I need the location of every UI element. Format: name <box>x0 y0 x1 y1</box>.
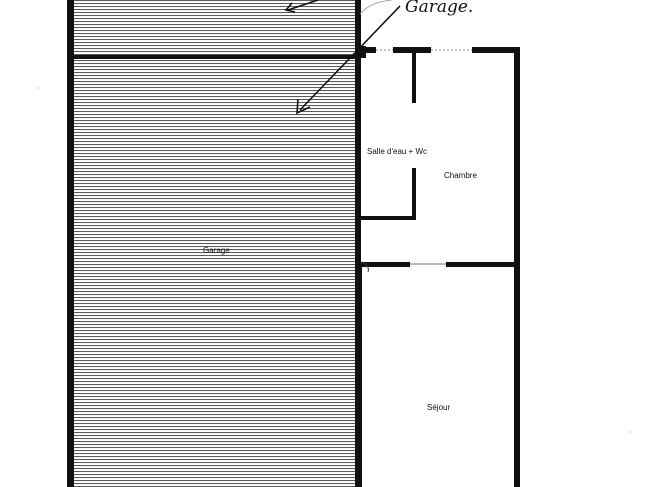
bathroom-bottom-wall <box>358 216 416 220</box>
garage-divider-wall <box>72 55 358 59</box>
scan-speck <box>629 431 631 433</box>
annotation-arrow-upper <box>287 0 319 11</box>
living-left-wall <box>358 262 362 487</box>
room-label-garage: Garage <box>203 246 230 255</box>
garage-hatch-main <box>72 60 358 487</box>
scan-speck <box>559 39 561 41</box>
bathroom-partition-upper <box>412 53 416 103</box>
garage-left-wall <box>67 0 74 487</box>
top-wall-segment-2 <box>393 47 431 53</box>
top-wall-segment-3 <box>472 47 520 53</box>
living-top-wall-left <box>358 262 410 267</box>
living-top-wall-right <box>446 262 520 267</box>
scan-speck <box>37 87 39 89</box>
door-swing <box>361 261 369 273</box>
room-label-bathroom: Salle d'eau + Wc <box>367 147 427 156</box>
annotation-squiggle <box>359 0 393 15</box>
annotation-arrow-main-head <box>296 98 311 115</box>
annotation-arrow-upper-head <box>284 2 296 13</box>
room-label-living: Séjour <box>427 403 450 412</box>
garage-right-wall <box>355 0 361 487</box>
annotation-arrow-main <box>299 5 401 111</box>
bathroom-partition-lower <box>412 168 416 220</box>
handwritten-note: Garage. <box>405 0 473 17</box>
top-wall-segment-1 <box>358 47 376 53</box>
garage-hatch-upper <box>72 0 358 56</box>
room-label-bedroom: Chambre <box>444 171 477 180</box>
